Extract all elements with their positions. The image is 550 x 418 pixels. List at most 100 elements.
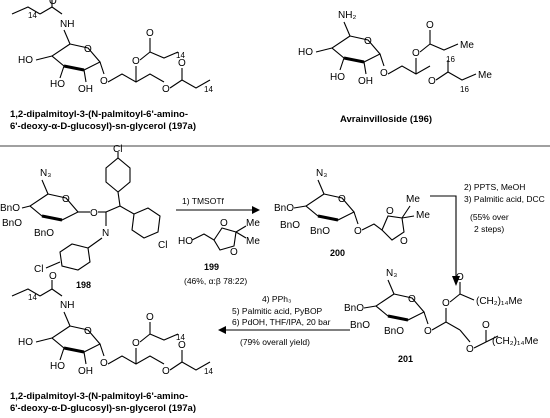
svg-text:O: O [100,358,108,369]
svg-text:O: O [146,312,154,323]
svg-text:N₃: N₃ [386,268,397,279]
svg-text:Me: Me [460,40,474,51]
svg-text:NH: NH [60,300,74,311]
svg-text:O: O [424,326,432,337]
chain196-subscript-2: 16 [460,85,469,94]
cond-step1-yield: (46%, α:β 78:22) [184,276,247,286]
cond-step4: 4) PPh₃ [262,294,291,304]
structure-198: N₃ BnO BnO BnO O O N Cl Cl Cl 198 [0,144,167,290]
label-198: 198 [76,280,91,290]
svg-text:O: O [220,218,228,229]
svg-text:O: O [178,340,186,351]
svg-text:BnO: BnO [2,218,22,229]
svg-text:O: O [428,76,436,87]
chain196-subscript-1: 16 [446,55,455,64]
label-201: 201 [398,354,413,364]
svg-text:Me: Me [406,194,420,205]
cond-yield23-a: (55% over [470,212,509,222]
svg-text:NH₂: NH₂ [338,10,356,21]
svg-text:O: O [364,36,372,47]
cond-step6: 6) PdOH, THF/IPA, 20 bar [232,317,331,327]
svg-text:14: 14 [204,367,213,376]
svg-text:BnO: BnO [34,228,54,239]
chain-subscript-1: 14 [176,51,185,60]
arrow-step23 [430,195,457,276]
cond-yield23-b: 2 steps) [474,224,504,234]
svg-text:O: O [442,298,450,309]
svg-text:O: O [62,194,70,205]
svg-text:O: O [84,44,92,55]
svg-text:Me: Me [478,70,492,81]
svg-text:(CH₂)₁₄Me: (CH₂)₁₄Me [476,296,523,307]
svg-text:O: O [100,76,108,87]
svg-text:OH: OH [78,366,93,377]
svg-text:HO: HO [50,79,65,90]
structure-197a-top: 14 O NH HO HO OH O O O O 14 O O 14 [11,0,213,95]
svg-text:HO: HO [298,47,313,58]
caption-196: Avrainvilloside (196) [340,114,432,125]
svg-text:N₃: N₃ [40,168,51,179]
label-199: 199 [204,262,219,272]
svg-text:O: O [456,272,464,283]
svg-text:BnO: BnO [0,203,20,214]
acyl-subscript: 14 [28,11,37,20]
svg-text:O: O [162,84,170,95]
svg-text:HO: HO [18,337,33,348]
svg-text:Me: Me [246,218,260,229]
nh-label: NH [60,19,74,30]
svg-text:O: O [408,294,416,305]
svg-text:Cl: Cl [113,144,122,155]
svg-text:O: O [162,366,170,377]
svg-text:HO: HO [330,72,345,83]
structure-196: NH₂ HO HO OH O O O O Me 16 O Me 16 [298,10,492,94]
svg-text:O: O [90,208,98,219]
svg-text:O: O [49,271,57,282]
svg-text:O: O [380,68,388,79]
svg-text:O: O [146,28,154,39]
svg-text:HO: HO [18,55,33,66]
svg-text:Me: Me [416,210,430,221]
svg-text:O: O [412,48,420,59]
caption-197a-bottom-line2: 6'-deoxy-α-D-glucosyl)-sn-glycerol (197a… [10,403,196,414]
svg-text:BnO: BnO [280,220,300,231]
cond-step1: 1) TMSOTf [182,196,225,206]
svg-text:O: O [400,236,408,247]
svg-text:14: 14 [28,293,37,302]
svg-text:Me: Me [246,236,260,247]
svg-text:14: 14 [176,333,185,342]
svg-text:N₃: N₃ [316,168,327,179]
svg-text:BnO: BnO [384,326,404,337]
svg-text:BnO: BnO [344,303,364,314]
svg-text:O: O [132,56,140,67]
svg-text:O: O [230,247,238,258]
caption-197a-line1: 1,2-dipalmitoyl-3-(N-palmitoyl-6'-amino- [10,109,188,120]
svg-text:OH: OH [78,84,93,95]
structure-201: N₃ BnO BnO BnO O O O O (CH₂)₁₄Me O O (CH… [344,268,539,364]
svg-text:HO: HO [50,361,65,372]
svg-text:O: O [338,194,346,205]
svg-text:O: O [386,206,394,217]
svg-text:BnO: BnO [310,226,330,237]
structure-197a-bottom: 14 O NH HO HO OH O O O O 14 O O 14 [11,271,213,377]
svg-text:O: O [84,326,92,337]
svg-text:BnO: BnO [274,203,294,214]
svg-text:(CH₂)₁₄Me: (CH₂)₁₄Me [492,336,539,347]
svg-text:Cl: Cl [34,264,43,275]
svg-text:N: N [102,228,109,239]
cond-step5: 5) Palmitic acid, PyBOP [232,306,323,316]
cond-step3: 3) Palmitic acid, DCC [464,194,545,204]
svg-text:O: O [482,320,490,331]
structure-200: N₃ BnO BnO BnO O O O O Me Me 200 [274,168,430,258]
svg-text:Cl: Cl [158,240,167,251]
caption-197a-bottom-line1: 1,2-dipalmitoyl-3-(N-palmitoyl-6'-amino- [10,391,188,402]
svg-text:OH: OH [358,76,373,87]
svg-text:BnO: BnO [350,320,370,331]
svg-text:HO: HO [178,236,193,247]
cond-step2: 2) PPTS, MeOH [464,182,525,192]
svg-text:O: O [132,338,140,349]
oxygen-label: O [49,0,57,7]
svg-text:O: O [354,226,362,237]
svg-text:O: O [466,344,474,355]
caption-197a-line2: 6'-deoxy-α-D-glucosyl)-sn-glycerol (197a… [10,121,196,132]
